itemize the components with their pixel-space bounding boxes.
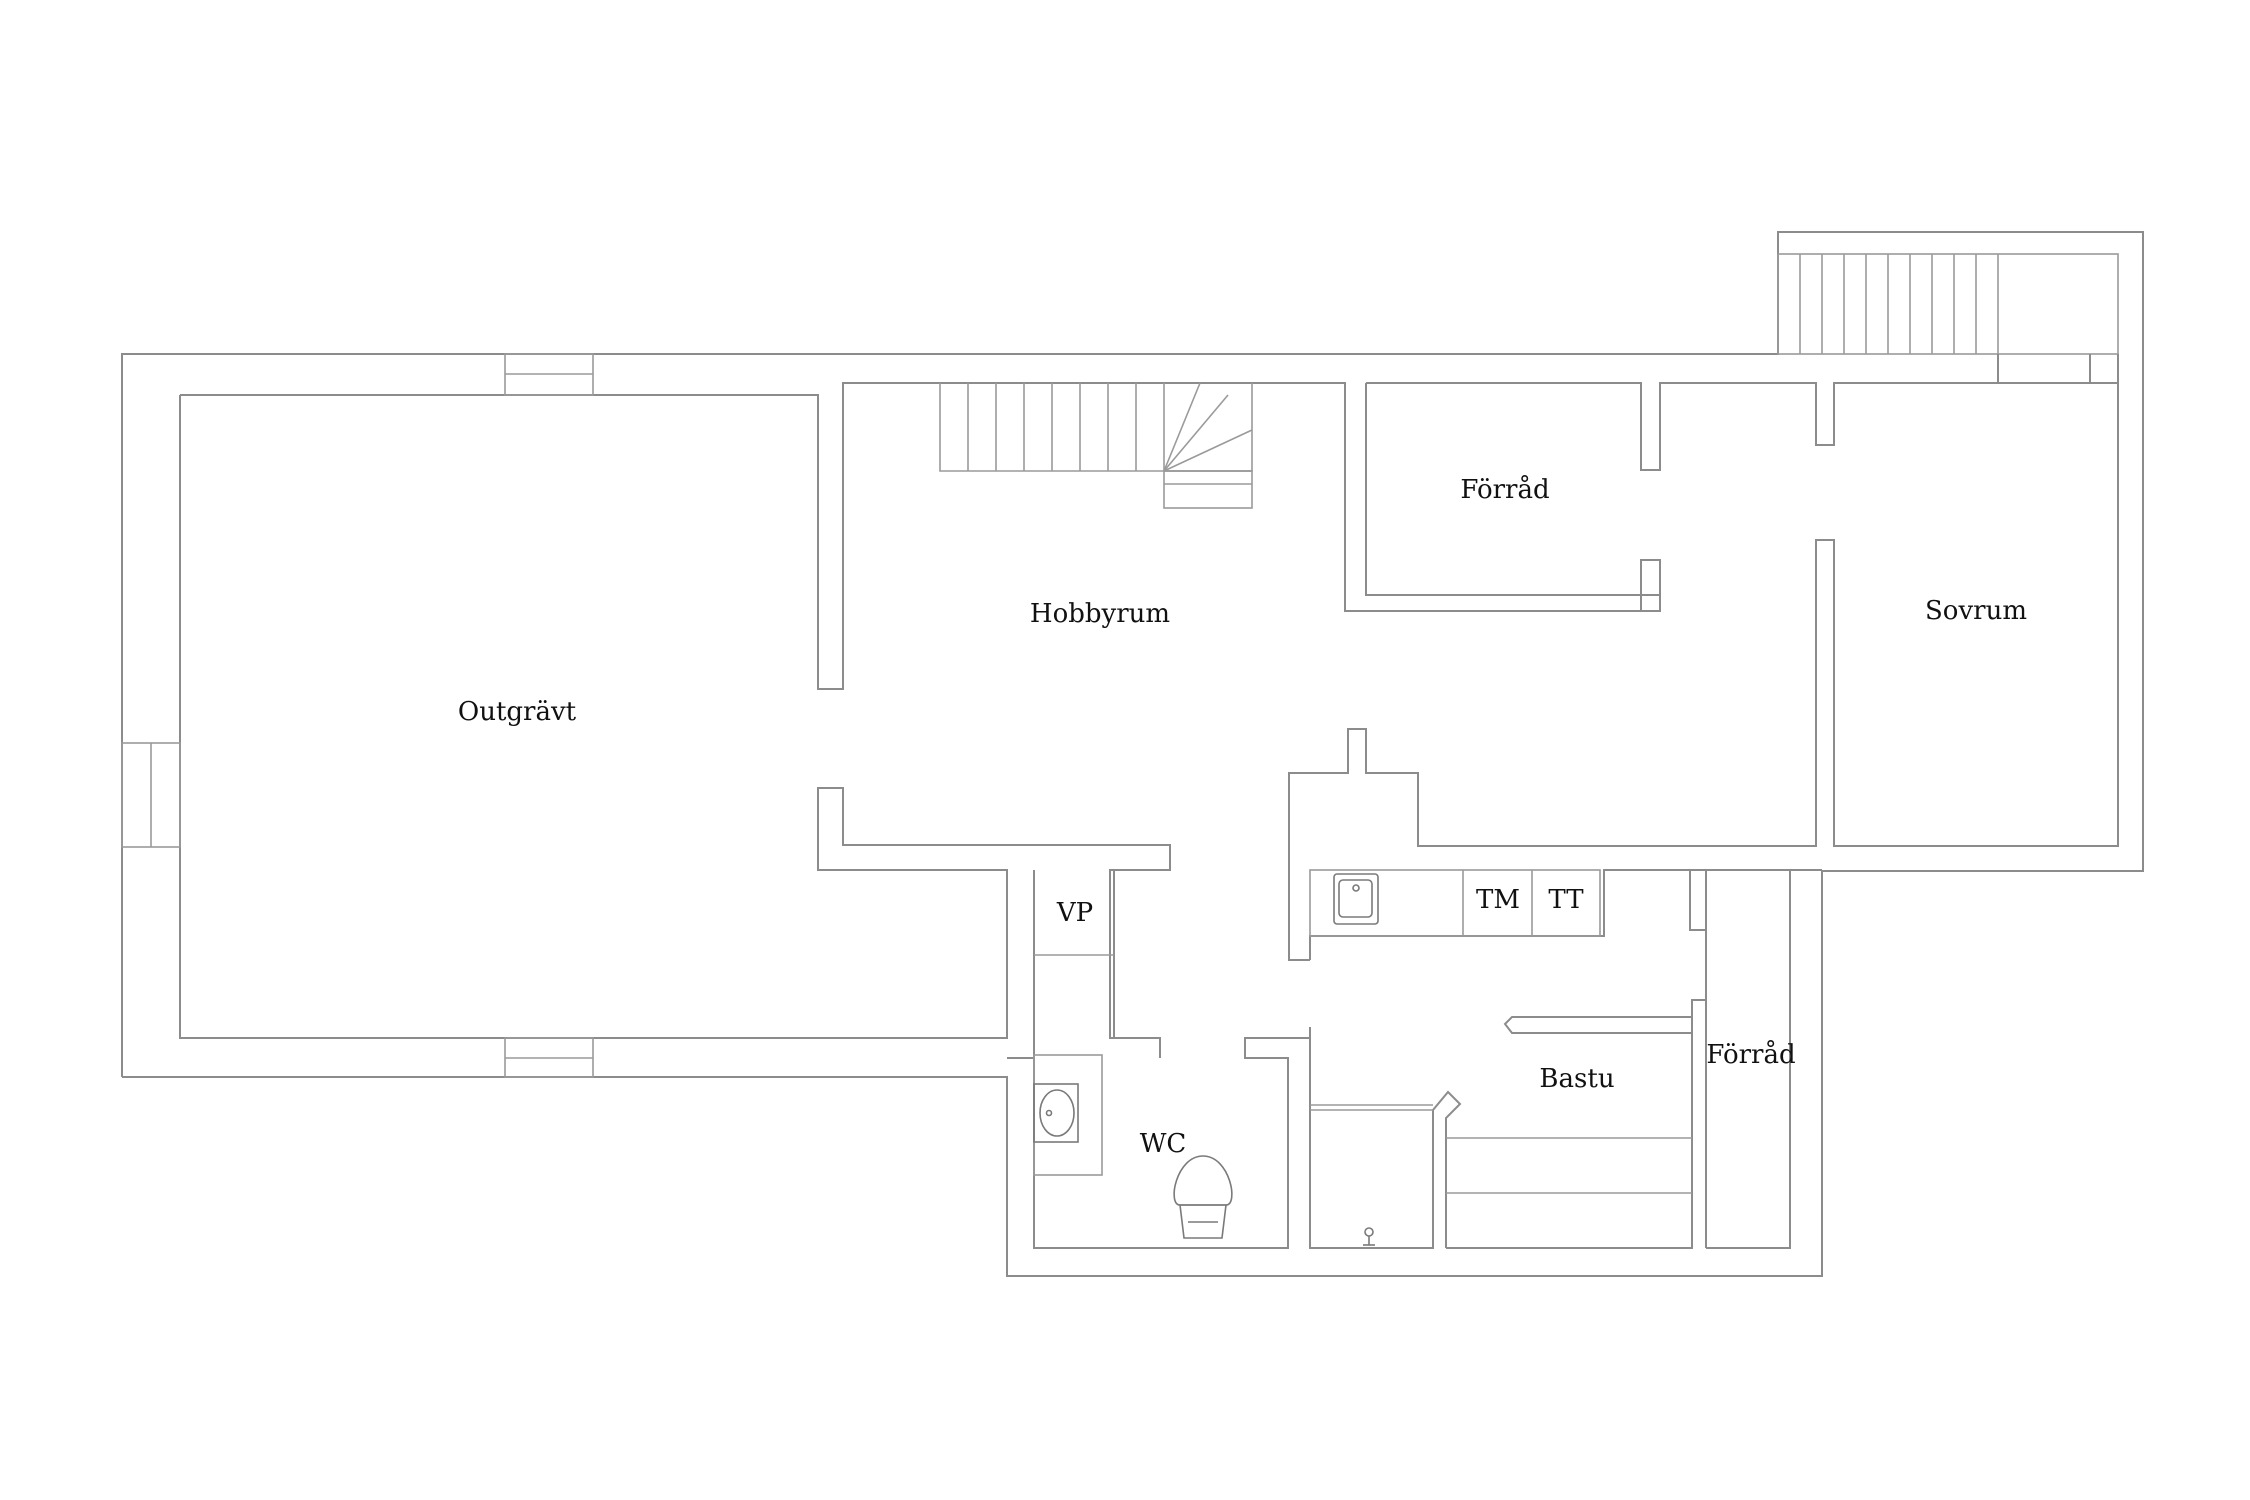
- room-label-tm: TM: [1476, 885, 1520, 915]
- room-label-hobbyrum: Hobbyrum: [1030, 599, 1170, 629]
- room-label-forrad-lower: Förråd: [1706, 1039, 1795, 1070]
- stairs-icon: [939, 382, 1253, 509]
- room-label-wc: WC: [1140, 1129, 1187, 1159]
- interior-walls-lower: [1007, 870, 1791, 1249]
- floor-drain-icon: [1363, 1227, 1375, 1246]
- outer-walls: [121, 231, 2144, 1277]
- sink-icon: [1333, 873, 1379, 925]
- stairs-icon: [1777, 253, 2119, 355]
- counter: [1309, 869, 1601, 937]
- room-label-outgravt: Outgrävt: [458, 697, 577, 727]
- room-label-vp: VP: [1056, 898, 1093, 928]
- room-label-tt: TT: [1548, 885, 1584, 915]
- room-label-forrad-upper: Förråd: [1460, 474, 1549, 505]
- room-label-bastu: Bastu: [1539, 1064, 1614, 1094]
- room-label-sovrum: Sovrum: [1925, 596, 2027, 626]
- interior-walls-upper-right: [1288, 354, 2119, 961]
- washbasin-icon: [1033, 1054, 1103, 1176]
- toilet-icon: [1173, 1155, 1233, 1239]
